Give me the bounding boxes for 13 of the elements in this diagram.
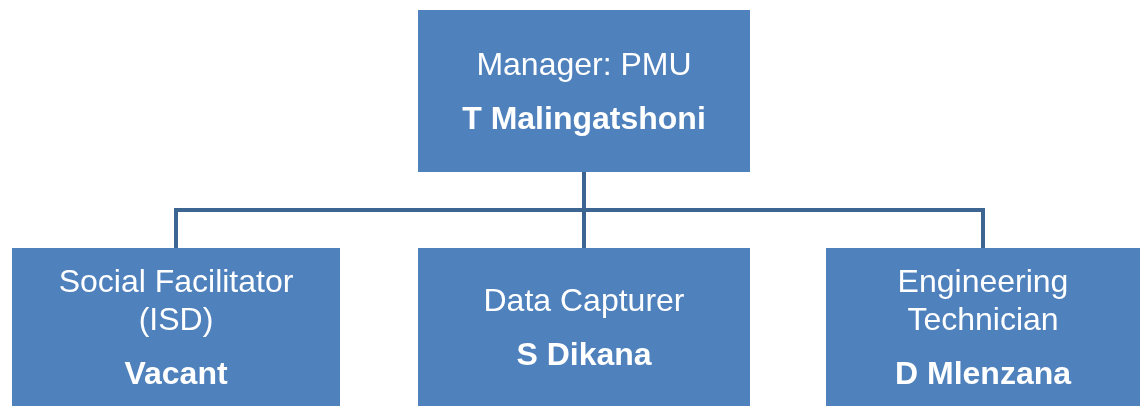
role-box (418, 10, 750, 172)
person-name: Vacant (124, 354, 228, 392)
role-box (12, 248, 340, 406)
connector-line (582, 172, 985, 248)
person-name: D Mlenzana (895, 354, 1071, 392)
role-title: Data Capturer (483, 281, 685, 319)
person-name: T Malingatshoni (462, 99, 706, 137)
role-title: Manager: PMU (476, 45, 692, 83)
role-title: Social Facilitator (ISD) (57, 262, 295, 338)
role-box (826, 248, 1140, 406)
person-name: S Dikana (516, 335, 652, 373)
role-title: Engineering Technician (896, 262, 1070, 338)
role-box (418, 248, 750, 406)
